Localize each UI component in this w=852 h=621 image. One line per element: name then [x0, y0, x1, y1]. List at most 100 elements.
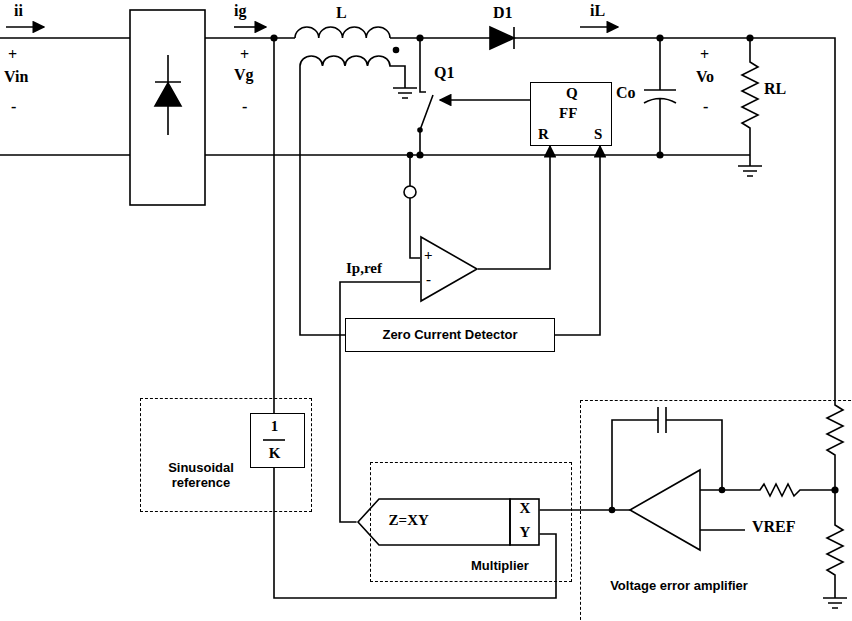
- current-arrow: [234, 26, 266, 28]
- diode-symbol: [490, 27, 514, 49]
- polarity-sign: +: [240, 46, 249, 64]
- input-pin: Y: [520, 524, 531, 541]
- formula: Z=XY: [389, 512, 429, 529]
- node-outline: [263, 439, 285, 441]
- inductor-symbol: [295, 27, 390, 38]
- voltage-label: Vin: [4, 68, 28, 86]
- polarity-sign: -: [11, 98, 16, 116]
- switch-symbol: [420, 38, 433, 155]
- voltage-divider: [827, 395, 843, 590]
- output-pin: Q: [566, 85, 578, 102]
- error-amplifier-symbol: [580, 509, 630, 511]
- switch-symbol: [418, 128, 422, 132]
- input-pin: R: [538, 126, 549, 143]
- error-amplifier-symbol: [630, 470, 700, 550]
- error-amplifier-symbol: [700, 529, 745, 531]
- gain-value: 1: [251, 418, 299, 435]
- signal-wire: [540, 509, 580, 511]
- node-outline: [420, 236, 478, 302]
- sense-wire: [300, 66, 345, 335]
- input-pin: X: [520, 500, 531, 517]
- sense-wire: [274, 38, 345, 413]
- current-arrow: [580, 26, 618, 28]
- block-name: FF: [559, 105, 577, 122]
- current-label: ig: [234, 2, 246, 20]
- diode-symbol: [490, 27, 520, 49]
- rectifier-symbol: [130, 10, 205, 205]
- flip-flop-box: QFFRS: [530, 82, 612, 146]
- power-rail: [205, 38, 835, 395]
- input-sign: +: [424, 247, 433, 264]
- error-amplifier-symbol: [580, 407, 835, 550]
- part-name: RL: [764, 80, 786, 98]
- switch-symbol: [418, 38, 530, 155]
- gain-value: K: [251, 445, 299, 462]
- ground-symbol: [738, 155, 847, 608]
- signal-name: Ip,ref: [346, 260, 382, 277]
- voltage-label: Vo: [696, 68, 714, 86]
- gain-box: 1K: [250, 413, 305, 468]
- current-sensor: [404, 186, 416, 198]
- signal-wire: [274, 468, 556, 598]
- block-name: Zero Current Detector: [382, 328, 517, 343]
- current-sensor: [410, 155, 420, 258]
- signal-wire: [555, 146, 600, 335]
- part-name: L: [336, 4, 347, 22]
- node-outline: [421, 237, 477, 301]
- rectifier-symbol: [130, 10, 205, 205]
- current-arrow: [6, 26, 44, 28]
- diode-symbol: [514, 27, 520, 49]
- power-rail: [205, 154, 750, 156]
- ground-symbol: [738, 155, 762, 176]
- signal-name: VREF: [752, 518, 796, 536]
- inductor-symbol: [393, 88, 417, 98]
- comparator-symbol: [421, 237, 477, 301]
- input-wire: [0, 38, 130, 155]
- inductor-symbol: [300, 56, 405, 88]
- capacitor-symbol: [644, 38, 676, 155]
- polarity-sign: +: [8, 46, 17, 64]
- multiplier-symbol: [358, 499, 510, 545]
- error-amplifier-symbol: [700, 484, 835, 496]
- switch-symbol: [440, 99, 530, 101]
- sense-wire: [273, 38, 275, 413]
- input-wire: [0, 38, 130, 155]
- process-box: Zero Current Detector: [345, 318, 555, 352]
- current-label: iL: [590, 2, 605, 20]
- part-name: Q1: [434, 64, 454, 82]
- polarity-sign: -: [703, 98, 708, 116]
- voltage-divider: [827, 395, 843, 590]
- dashed-group: Voltage error amplifier: [580, 400, 852, 621]
- error-amplifier-symbol: [610, 508, 615, 513]
- inductor-symbol: [394, 48, 399, 53]
- comparator: +-: [420, 236, 478, 302]
- polarity-sign: -: [242, 98, 247, 116]
- group-name: Voltage error amplifier: [609, 579, 749, 594]
- current-sensor: [408, 153, 413, 158]
- part-name: D1: [493, 4, 513, 22]
- input-sign: -: [426, 271, 431, 288]
- rectifier-symbol: [155, 55, 181, 135]
- capacitor-symbol: [644, 38, 676, 155]
- dashed-group: Sinusoidal reference1K: [140, 398, 312, 512]
- voltage-label: Vg: [234, 66, 254, 84]
- signal-wire: [478, 146, 550, 269]
- node-outline: [358, 499, 539, 545]
- part-name: Co: [616, 84, 636, 102]
- node-outline: [357, 498, 540, 546]
- resistor-symbol: [742, 38, 758, 155]
- resistor-symbol: [742, 38, 758, 155]
- inductor-symbol: [295, 27, 417, 98]
- polarity-sign: +: [700, 46, 709, 64]
- fraction-bar: [263, 439, 285, 441]
- power-rail: [205, 35, 835, 395]
- dashed-group: MultiplierZ=XYXY: [370, 462, 572, 582]
- current-label: ii: [14, 2, 23, 20]
- input-port-box: [510, 499, 539, 545]
- multiplier-block: Z=XY XY: [357, 498, 540, 546]
